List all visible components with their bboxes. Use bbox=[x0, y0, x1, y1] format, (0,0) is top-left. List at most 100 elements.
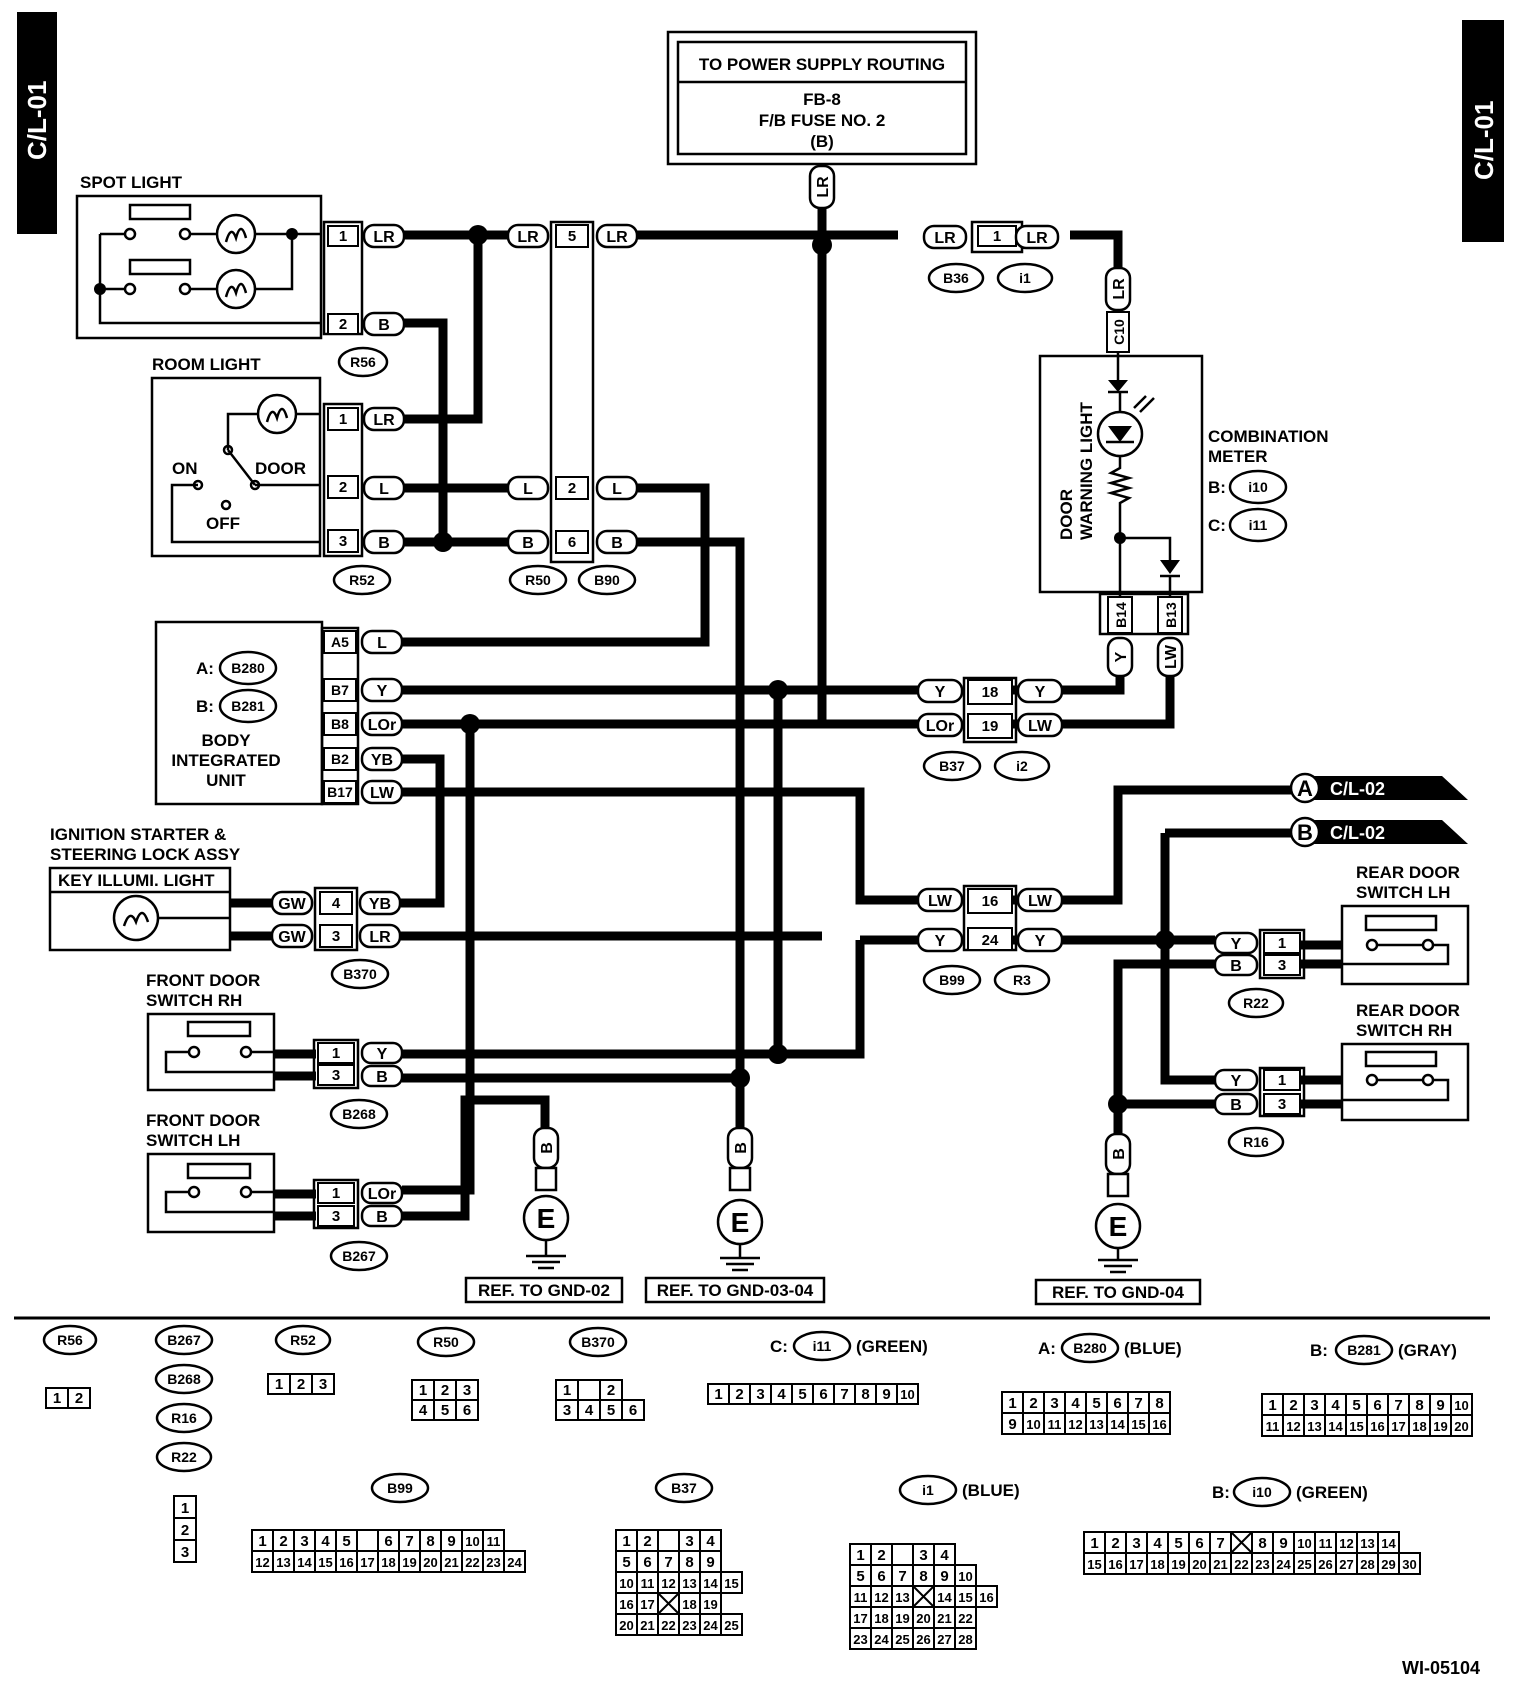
legend-pin-number: 6 bbox=[1195, 1535, 1203, 1552]
legend-pin-number: 9 bbox=[706, 1554, 714, 1571]
legend-pin-cell bbox=[1398, 1552, 1421, 1575]
meter-pin-b13: B13 bbox=[1163, 602, 1179, 628]
legend-pin-number: 7 bbox=[1216, 1535, 1224, 1552]
legend-pin-number: 14 bbox=[1381, 1536, 1396, 1551]
legend-pin-number: 14 bbox=[937, 1590, 952, 1605]
legend-pin-number: 11 bbox=[1048, 1417, 1062, 1432]
legend-pin-number: 13 bbox=[1089, 1417, 1103, 1432]
connector-c10-label: C10 bbox=[1111, 319, 1127, 345]
power-box-line2: F/B FUSE NO. 2 bbox=[759, 111, 886, 130]
wire-tag-lor-b267: LOr bbox=[368, 1186, 396, 1203]
legend-pin-number: 21 bbox=[444, 1555, 458, 1570]
wire-tag-yb-b370: YB bbox=[369, 896, 391, 913]
r56-pin2: 2 bbox=[339, 316, 347, 333]
combination-meter: LR C10 DOOR WARNING LIGHT COMBINATION ME… bbox=[1038, 266, 1329, 678]
legend-pin-number: 25 bbox=[724, 1618, 738, 1633]
legend-pin-number: 17 bbox=[1391, 1419, 1405, 1434]
ref-gnd0304: REF. TO GND-03-04 bbox=[657, 1281, 814, 1300]
legend-pin-number: 20 bbox=[916, 1611, 930, 1626]
wires bbox=[400, 208, 1300, 1221]
legend-pin-number: 15 bbox=[318, 1555, 332, 1570]
legend-pin-number: 6 bbox=[819, 1386, 827, 1403]
legend-pin-number: 1 bbox=[1268, 1397, 1276, 1414]
legend-pin-number: 25 bbox=[1297, 1557, 1311, 1572]
legend-i1: i1 bbox=[922, 1482, 934, 1498]
legend-pin-number: 13 bbox=[276, 1555, 290, 1570]
legend-pin-number: 26 bbox=[916, 1632, 930, 1647]
legend-b281: B281 bbox=[1347, 1342, 1381, 1358]
legend-pin-number: 1 bbox=[622, 1533, 630, 1550]
legend-pin-number: 5 bbox=[1352, 1397, 1360, 1414]
legend-pin-number: 7 bbox=[1394, 1397, 1402, 1414]
legend-pin-number: 16 bbox=[619, 1597, 633, 1612]
b370-pin4: 4 bbox=[332, 895, 341, 912]
legend-pin-number: 7 bbox=[1134, 1395, 1142, 1412]
legend-pin-number: 4 bbox=[419, 1402, 428, 1419]
wire-tag-b-r22: B bbox=[1230, 958, 1242, 975]
connector-b36-i1: 1 LR LR B36 i1 bbox=[922, 220, 1060, 294]
connector-r3-label: R3 bbox=[1013, 972, 1031, 988]
wire-tag-l-r50: L bbox=[523, 481, 533, 498]
meter-b-prefix: B: bbox=[1208, 478, 1226, 497]
earth-gnd02: E bbox=[537, 1203, 556, 1234]
r22-pin3: 3 bbox=[1278, 957, 1286, 974]
legend-pin-number: 27 bbox=[937, 1632, 951, 1647]
legend-pin-cell bbox=[975, 1585, 998, 1608]
wire-tag-lr-i1: LR bbox=[1026, 230, 1048, 247]
rear-door-switch-rh: REAR DOOR SWITCH RH 1 3 Y B R16 bbox=[1213, 1001, 1470, 1158]
wire-tag-b-r52: B bbox=[378, 535, 390, 552]
legend-pin-number: 9 bbox=[447, 1533, 455, 1550]
legend-pin-number: 21 bbox=[937, 1611, 951, 1626]
legend-pin-cell bbox=[954, 1627, 977, 1650]
connector-b370-label: B370 bbox=[343, 966, 377, 982]
ignition-starter: IGNITION STARTER & STEERING LOCK ASSY KE… bbox=[48, 825, 402, 990]
rear-door-lh-label-1: REAR DOOR bbox=[1356, 863, 1460, 882]
legend-pin-number: 9 bbox=[1279, 1535, 1287, 1552]
legend-pin-number: 3 bbox=[463, 1382, 471, 1399]
legend-pin-number: 2 bbox=[1289, 1397, 1297, 1414]
legend-pin-number: 5 bbox=[622, 1554, 630, 1571]
legend-pin-number: 3 bbox=[319, 1376, 327, 1393]
ground-gnd02: B E REF. TO GND-02 bbox=[464, 1126, 624, 1304]
wire-tag-b-r16: B bbox=[1230, 1097, 1242, 1114]
legend-pin-number: 15 bbox=[1087, 1557, 1101, 1572]
legend-r52: R52 bbox=[290, 1332, 316, 1348]
connector-r52-label: R52 bbox=[349, 572, 375, 588]
biu-pin-b7: B7 bbox=[331, 682, 349, 698]
wire-tag-lr-r52: LR bbox=[373, 412, 395, 429]
wire-tag-b-gnd02: B bbox=[539, 1142, 556, 1154]
legend-pin-number: 5 bbox=[1174, 1535, 1182, 1552]
wire-tag-lw-meter: LW bbox=[1163, 644, 1180, 669]
legend-pin-number: 12 bbox=[255, 1555, 269, 1570]
b267-pin1: 1 bbox=[332, 1185, 340, 1202]
wire-tag-lr-top: LR bbox=[815, 176, 832, 198]
legend-b281-color: (GRAY) bbox=[1398, 1341, 1457, 1360]
r52-pin3: 3 bbox=[339, 533, 347, 550]
legend-pin-number: 14 bbox=[1328, 1419, 1343, 1434]
legend-pin-number: 3 bbox=[300, 1533, 308, 1550]
combination-meter-label-1: COMBINATION bbox=[1208, 427, 1329, 446]
legend-pin-number: 6 bbox=[463, 1402, 471, 1419]
legend-pin-number: 15 bbox=[724, 1576, 738, 1591]
legend-pin-number: 2 bbox=[1111, 1535, 1119, 1552]
connector-i2-label: i2 bbox=[1016, 758, 1028, 774]
legend-pin-number: 19 bbox=[895, 1611, 909, 1626]
b36-pin1: 1 bbox=[993, 228, 1001, 245]
legend-pin-number: 1 bbox=[1008, 1395, 1016, 1412]
figure-id: WI-05104 bbox=[1402, 1658, 1480, 1678]
legend-pin-number: 20 bbox=[619, 1618, 633, 1633]
legend-r22: R22 bbox=[171, 1449, 197, 1465]
wire-tag-b-r56: B bbox=[378, 317, 390, 334]
legend-pin-number: 5 bbox=[441, 1402, 449, 1419]
ground-gnd0304: B E REF. TO GND-03-04 bbox=[644, 1126, 826, 1304]
legend-r16: R16 bbox=[171, 1410, 197, 1426]
r16-pin1: 1 bbox=[1278, 1072, 1286, 1089]
b99-pin16: 16 bbox=[982, 893, 999, 910]
legend-b267: B267 bbox=[167, 1332, 201, 1348]
side-tab-right: C/L-01 bbox=[1462, 20, 1504, 242]
door-warning-light-label-2: WARNING LIGHT bbox=[1077, 402, 1096, 540]
legend-r56: R56 bbox=[57, 1332, 83, 1348]
meter-c-prefix: C: bbox=[1208, 516, 1226, 535]
